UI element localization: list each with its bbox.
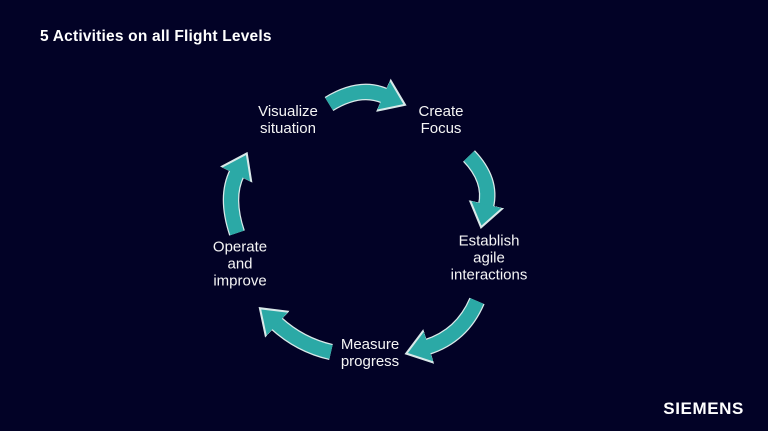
arrow-establish-to-measure <box>404 297 485 364</box>
step-label-measure-progress: Measure progress <box>341 336 399 370</box>
step-line: Create <box>418 103 464 120</box>
step-label-operate-and-improve: Operate and improve <box>213 239 267 290</box>
step-line: improve <box>213 272 267 290</box>
step-label-create-focus: Create Focus <box>418 103 463 137</box>
arrow-create-to-establish <box>462 150 505 229</box>
step-label-establish-agile-interactions: Establish agile interactions <box>451 233 528 284</box>
step-line: agile <box>473 249 505 267</box>
arrow-operate-to-visualize <box>219 151 253 236</box>
step-label-visualize-situation: Visualize situation <box>258 103 318 137</box>
step-line: progress <box>340 353 400 370</box>
step-line: Establish <box>458 232 520 250</box>
step-line: situation <box>260 120 316 137</box>
step-line: Focus <box>420 120 462 137</box>
arrow-visualize-to-create <box>324 78 407 112</box>
step-line: Measure <box>340 336 400 353</box>
siemens-logo: SIEMENS <box>663 399 744 418</box>
arrow-measure-to-operate <box>258 307 334 361</box>
step-line: Visualize <box>258 103 318 120</box>
step-line: Operate <box>212 238 268 256</box>
step-line: interactions <box>450 266 528 284</box>
step-line: and <box>227 255 253 273</box>
slide-title: 5 Activities on all Flight Levels <box>40 28 272 45</box>
